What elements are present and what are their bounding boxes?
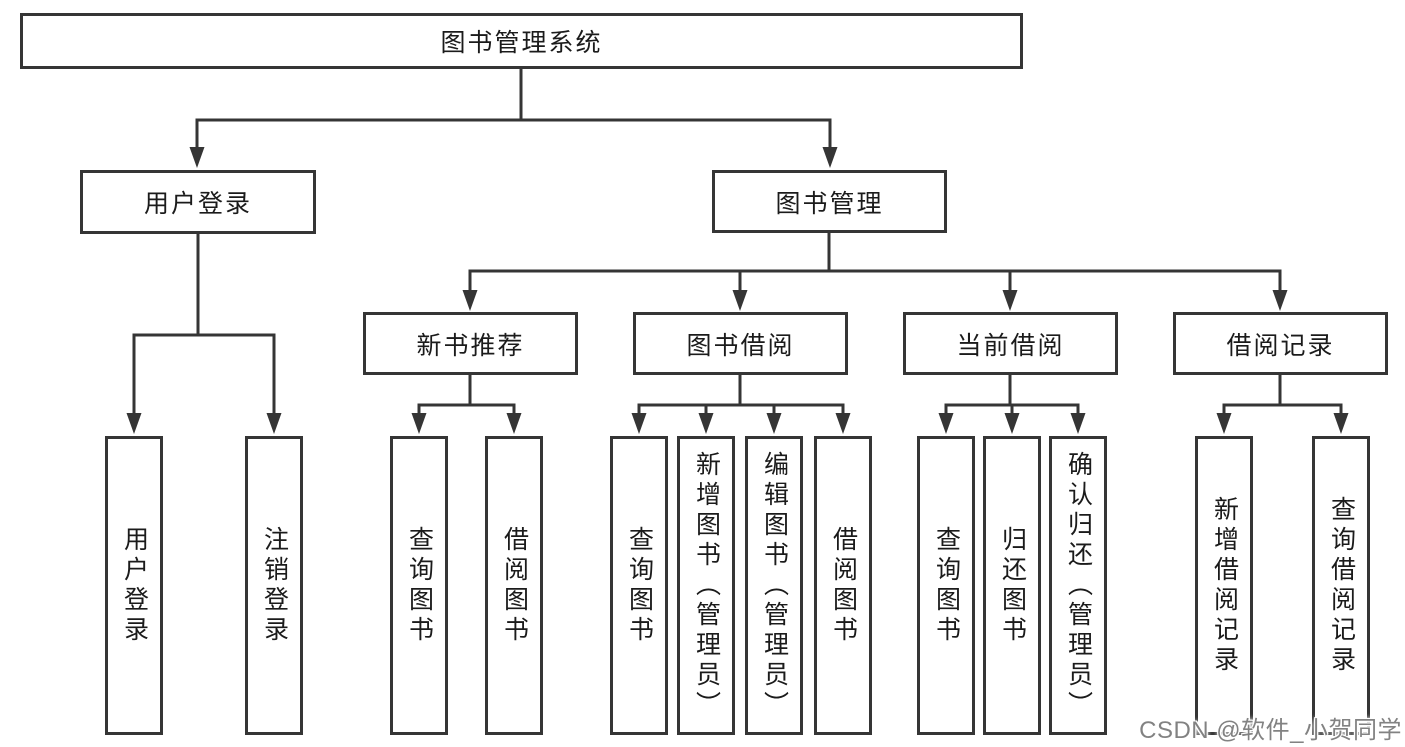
- node-label: 查询图书: [932, 525, 961, 646]
- leaf-cb-confirm-return-admin: 确认归还（管理员）: [1049, 436, 1107, 735]
- csdn-watermark: CSDN @软件_小贺同学: [1139, 717, 1402, 744]
- node-label: 图书管理: [775, 189, 884, 218]
- leaf-user-login: 用户登录: [105, 436, 163, 735]
- leaf-br-query-record: 查询借阅记录: [1312, 436, 1370, 735]
- node-label: 归还图书: [998, 525, 1027, 646]
- leaf-cb-query-book: 查询图书: [917, 436, 975, 735]
- node-label: 图书借阅: [686, 331, 795, 360]
- leaf-bb-add-book-admin: 新增图书（管理员）: [677, 436, 735, 735]
- node-current-borrowing: 当前借阅: [903, 312, 1118, 375]
- leaf-logout: 注销登录: [245, 436, 303, 735]
- node-label: 用户登录: [120, 525, 149, 646]
- node-label: 查询借阅记录: [1327, 495, 1356, 676]
- node-borrow-records: 借阅记录: [1173, 312, 1388, 375]
- node-book-management: 图书管理: [712, 170, 947, 233]
- node-label: 借阅图书: [500, 525, 529, 646]
- node-new-book-recommend: 新书推荐: [363, 312, 578, 375]
- leaf-rec-borrow-book: 借阅图书: [485, 436, 543, 735]
- node-label: 新增借阅记录: [1210, 495, 1239, 676]
- node-label: 新增图书（管理员）: [692, 450, 721, 721]
- node-label: 确认归还（管理员）: [1064, 450, 1093, 721]
- node-label: 编辑图书（管理员）: [760, 450, 789, 721]
- node-label: 借阅记录: [1226, 331, 1335, 360]
- node-label: 查询图书: [625, 525, 654, 646]
- leaf-bb-query-book: 查询图书: [610, 436, 668, 735]
- leaf-cb-return-book: 归还图书: [983, 436, 1041, 735]
- leaf-bb-edit-book-admin: 编辑图书（管理员）: [745, 436, 803, 735]
- leaf-bb-borrow-book: 借阅图书: [814, 436, 872, 735]
- node-label: 用户登录: [143, 190, 252, 218]
- node-label: 查询图书: [405, 525, 434, 646]
- node-label: 图书管理系统: [440, 29, 603, 57]
- node-label: 注销登录: [260, 525, 289, 646]
- node-library-system: 图书管理系统: [20, 13, 1023, 69]
- node-label: 借阅图书: [829, 525, 858, 646]
- node-label: 新书推荐: [416, 331, 525, 360]
- node-user-login: 用户登录: [80, 170, 316, 234]
- leaf-br-add-record: 新增借阅记录: [1195, 436, 1253, 735]
- leaf-rec-query-book: 查询图书: [390, 436, 448, 735]
- node-label: 当前借阅: [956, 331, 1065, 360]
- node-book-borrowing: 图书借阅: [633, 312, 848, 375]
